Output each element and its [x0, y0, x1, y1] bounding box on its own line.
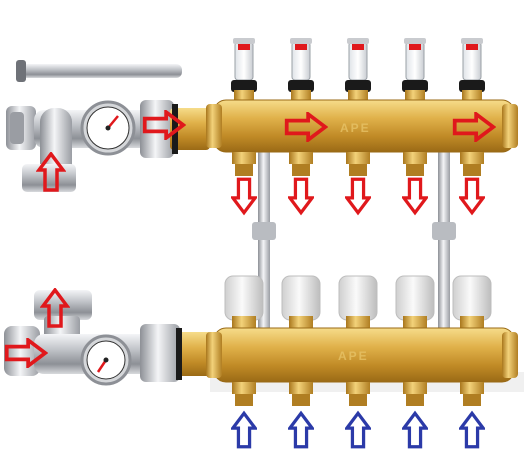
nozzle: [232, 382, 256, 406]
arrow-down-icon: [402, 177, 428, 215]
supply-outlet-nozzles: [232, 152, 484, 176]
flowmeter-icon: [345, 38, 371, 102]
return-manifold: APE: [206, 275, 524, 406]
flowmeters: [231, 38, 485, 102]
nozzle: [232, 152, 256, 176]
arrow-down-icon: [459, 177, 485, 215]
pump-group-bottom: [4, 290, 212, 386]
valve-caps: [224, 275, 492, 330]
supply-manifold: APE: [206, 38, 518, 176]
flowmeter-icon: [288, 38, 314, 102]
nozzle: [403, 382, 427, 406]
flowmeter-icon: [459, 38, 485, 102]
nozzle: [346, 152, 370, 176]
nozzle: [289, 152, 313, 176]
arrow-down-icon: [288, 177, 314, 215]
arrow-up-icon: [459, 411, 485, 449]
valve-cap-icon: [338, 275, 378, 330]
arrow-up-icon: [345, 411, 371, 449]
nozzle: [460, 382, 484, 406]
valve-cap-icon: [452, 275, 492, 330]
return-inlet-nozzles: [232, 382, 484, 406]
arrow-down-icon: [231, 177, 257, 215]
nozzle: [460, 152, 484, 176]
flowmeter-icon: [231, 38, 257, 102]
arrow-up-icon: [402, 411, 428, 449]
valve-cap-icon: [224, 275, 264, 330]
supply-bar-text: APE: [340, 121, 371, 135]
nozzle: [289, 382, 313, 406]
return-bar-text: APE: [338, 349, 369, 363]
chrome-rod: [16, 60, 182, 82]
valve-cap-icon: [395, 275, 435, 330]
arrow-down-icon: [345, 177, 371, 215]
arrow-up-icon: [288, 411, 314, 449]
valve-cap-icon: [281, 275, 321, 330]
flowmeter-icon: [402, 38, 428, 102]
nozzle: [403, 152, 427, 176]
nozzle: [346, 382, 370, 406]
pump-group-top: [6, 100, 210, 192]
pressure-gauge-icon: [80, 334, 132, 386]
arrow-up-icon: [231, 411, 257, 449]
pressure-gauge-icon: [80, 100, 136, 156]
